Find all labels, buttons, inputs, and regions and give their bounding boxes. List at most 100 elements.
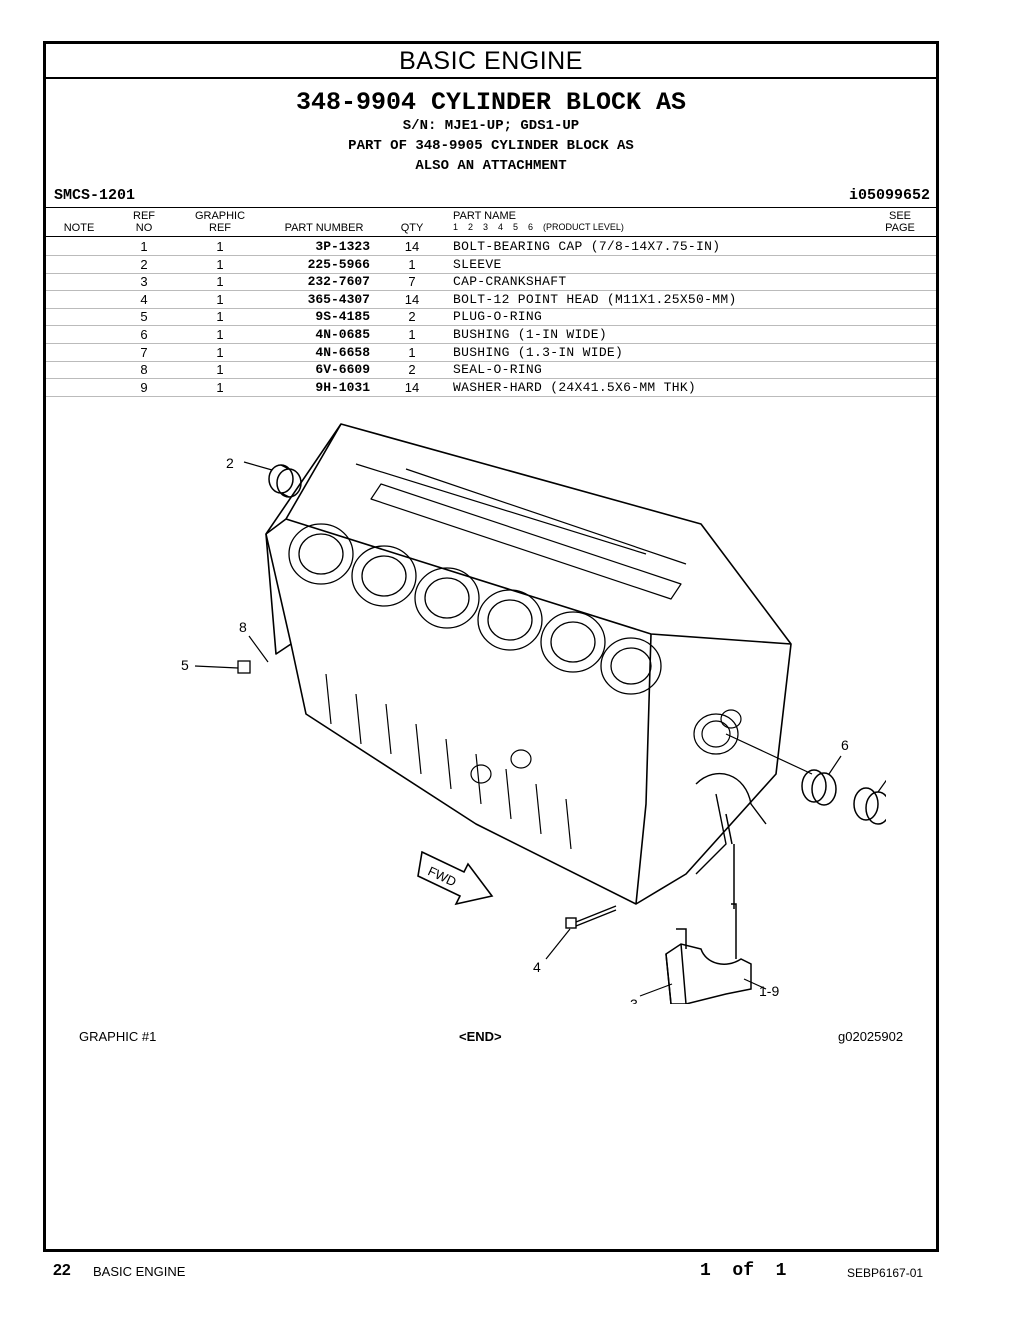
part-number-cell: 9H-1031: [315, 379, 370, 395]
graphic-ref-cell: 1: [216, 291, 224, 307]
col-note: NOTE: [63, 222, 95, 234]
part-number-cell: 9S-4185: [315, 309, 370, 325]
part-name-cell: SEAL-O-RING: [453, 362, 543, 378]
end-marker: <END>: [459, 1029, 502, 1044]
col-see-page-line2: PAGE: [885, 222, 915, 234]
table-row: 5 1 9S-4185 2 PLUG-O-RING: [46, 308, 936, 327]
group-title: 348-9904 CYLINDER BLOCK AS: [295, 88, 687, 117]
part-number-cell: 4N-0685: [315, 327, 370, 342]
part-number-cell: 4N-6658: [315, 344, 370, 360]
graphic-ref-cell: 1: [216, 239, 224, 254]
sleeve-part: [268, 464, 302, 498]
table-header-rule: [46, 236, 936, 237]
part-name-cell: WASHER-HARD (24X41.5X6-MM THK): [453, 379, 697, 395]
ref-no-cell: 1: [140, 239, 148, 254]
part-number-cell: 365-4307: [307, 291, 370, 307]
qty-cell: 1: [408, 344, 416, 360]
ref-no-cell: 2: [140, 256, 148, 272]
qty-cell: 7: [408, 274, 416, 290]
graphic-ref-cell: 1: [216, 344, 224, 360]
table-row: 8 1 6V-6609 2 SEAL-O-RING: [46, 361, 936, 380]
callout-1-9: 1-9: [759, 983, 779, 999]
callout-6: 6: [841, 737, 849, 753]
smcs-code: SMCS-1201: [54, 187, 136, 204]
qty-cell: 14: [404, 291, 420, 307]
col-ref-line2: NO: [135, 222, 153, 234]
qty-cell: 14: [404, 239, 420, 254]
bushing-6-part: [801, 769, 837, 806]
col-product-levels: 1 2 3 4 5 6 (PRODUCT LEVEL): [453, 222, 624, 232]
col-ref-line1: REF: [133, 210, 155, 222]
qty-cell: 2: [408, 309, 416, 325]
graphic-number: GRAPHIC #1: [79, 1029, 157, 1044]
callout-4: 4: [533, 959, 541, 975]
fwd-arrow: FWD: [417, 850, 494, 906]
table-row: 4 1 365-4307 14 BOLT-12 POINT HEAD (M11X1.25…: [46, 291, 936, 309]
illustration-id: i05099652: [848, 187, 930, 204]
col-part-number: PART NUMBER: [284, 222, 364, 234]
cylinder-block-graphic: 2 8 5 6 7 FWD 4: [181, 423, 886, 1004]
part-number-cell: 232-7607: [307, 274, 370, 290]
ref-no-cell: 8: [140, 362, 148, 378]
ref-no-cell: 4: [140, 291, 148, 307]
ref-no-cell: 6: [140, 327, 148, 342]
block-rear-edge: [265, 533, 292, 655]
engine-block-outline: [265, 423, 792, 905]
qty-cell: 1: [408, 327, 416, 342]
graphic-ref-cell: 1: [216, 256, 224, 272]
graphic-ref-cell: 1: [216, 362, 224, 378]
document-id: SEBP6167-01: [847, 1266, 924, 1280]
block-front-edge: [635, 633, 652, 905]
qty-cell: 14: [404, 379, 420, 395]
col-graphic-ref-line1: GRAPHIC: [194, 210, 246, 222]
graphic-ref-cell: 1: [216, 274, 224, 290]
part-name-cell: BOLT-12 POINT HEAD (M11X1.25X50-MM): [453, 291, 737, 307]
part-number-cell: 6V-6609: [315, 362, 370, 378]
callout-8: 8: [239, 619, 247, 635]
crankshaft-cap-part: [665, 813, 752, 1004]
part-number-cell: 3P-1323: [315, 239, 370, 254]
header-rule: [46, 207, 936, 208]
section-title: BASIC ENGINE: [46, 44, 936, 79]
callout-3: 3: [630, 996, 638, 1004]
graphic-ref-cell: 1: [216, 309, 224, 325]
table-row: 3 1 232-7607 7 CAP-CRANKSHAFT: [46, 273, 936, 292]
part-name-cell: BUSHING (1-IN WIDE): [453, 327, 607, 342]
table-row: 7 1 4N-6658 1 BUSHING (1.3-IN WIDE): [46, 344, 936, 362]
plug-part: [237, 660, 251, 674]
page-frame: BASIC ENGINE 348-9904 CYLINDER BLOCK AS …: [43, 41, 939, 1252]
page-of-count: 1 of 1: [700, 1261, 787, 1281]
part-name-cell: BUSHING (1.3-IN WIDE): [453, 344, 624, 360]
graphic-ref-cell: 1: [216, 379, 224, 395]
part-name-cell: PLUG-O-RING: [453, 309, 543, 325]
block-deck-edge: [285, 518, 792, 645]
part-name-cell: BOLT-BEARING CAP (7/8-14X7.75-IN): [453, 239, 721, 254]
col-qty: QTY: [400, 222, 424, 234]
callout-2: 2: [226, 455, 234, 471]
ref-no-cell: 5: [140, 309, 148, 325]
part-name-cell: CAP-CRANKSHAFT: [453, 274, 567, 290]
part-of-text: PART OF 348-9905 CYLINDER BLOCK AS: [348, 138, 634, 154]
ref-no-cell: 7: [140, 344, 148, 360]
graphic-ref-cell: 1: [216, 327, 224, 342]
page-number: 22: [53, 1262, 71, 1279]
part-number-cell: 225-5966: [307, 256, 370, 272]
bushing-7-part: [853, 787, 886, 825]
bolt-4-part: [565, 905, 617, 929]
footer-section: BASIC ENGINE: [93, 1264, 186, 1279]
qty-cell: 1: [408, 256, 416, 272]
col-graphic-ref-line2: REF: [209, 222, 231, 234]
table-row: 1 1 3P-1323 14 BOLT-BEARING CAP (7/8-14X7.75…: [46, 238, 936, 256]
table-row: 2 1 225-5966 1 SLEEVE: [46, 256, 936, 274]
part-name-cell: SLEEVE: [453, 256, 502, 272]
attachment-text: ALSO AN ATTACHMENT: [415, 158, 567, 174]
graphic-id: g02025902: [838, 1029, 904, 1044]
callout-5: 5: [181, 657, 189, 673]
qty-cell: 2: [408, 362, 416, 378]
ref-no-cell: 3: [140, 274, 148, 290]
table-row: 6 1 4N-0685 1 BUSHING (1-IN WIDE): [46, 326, 936, 344]
